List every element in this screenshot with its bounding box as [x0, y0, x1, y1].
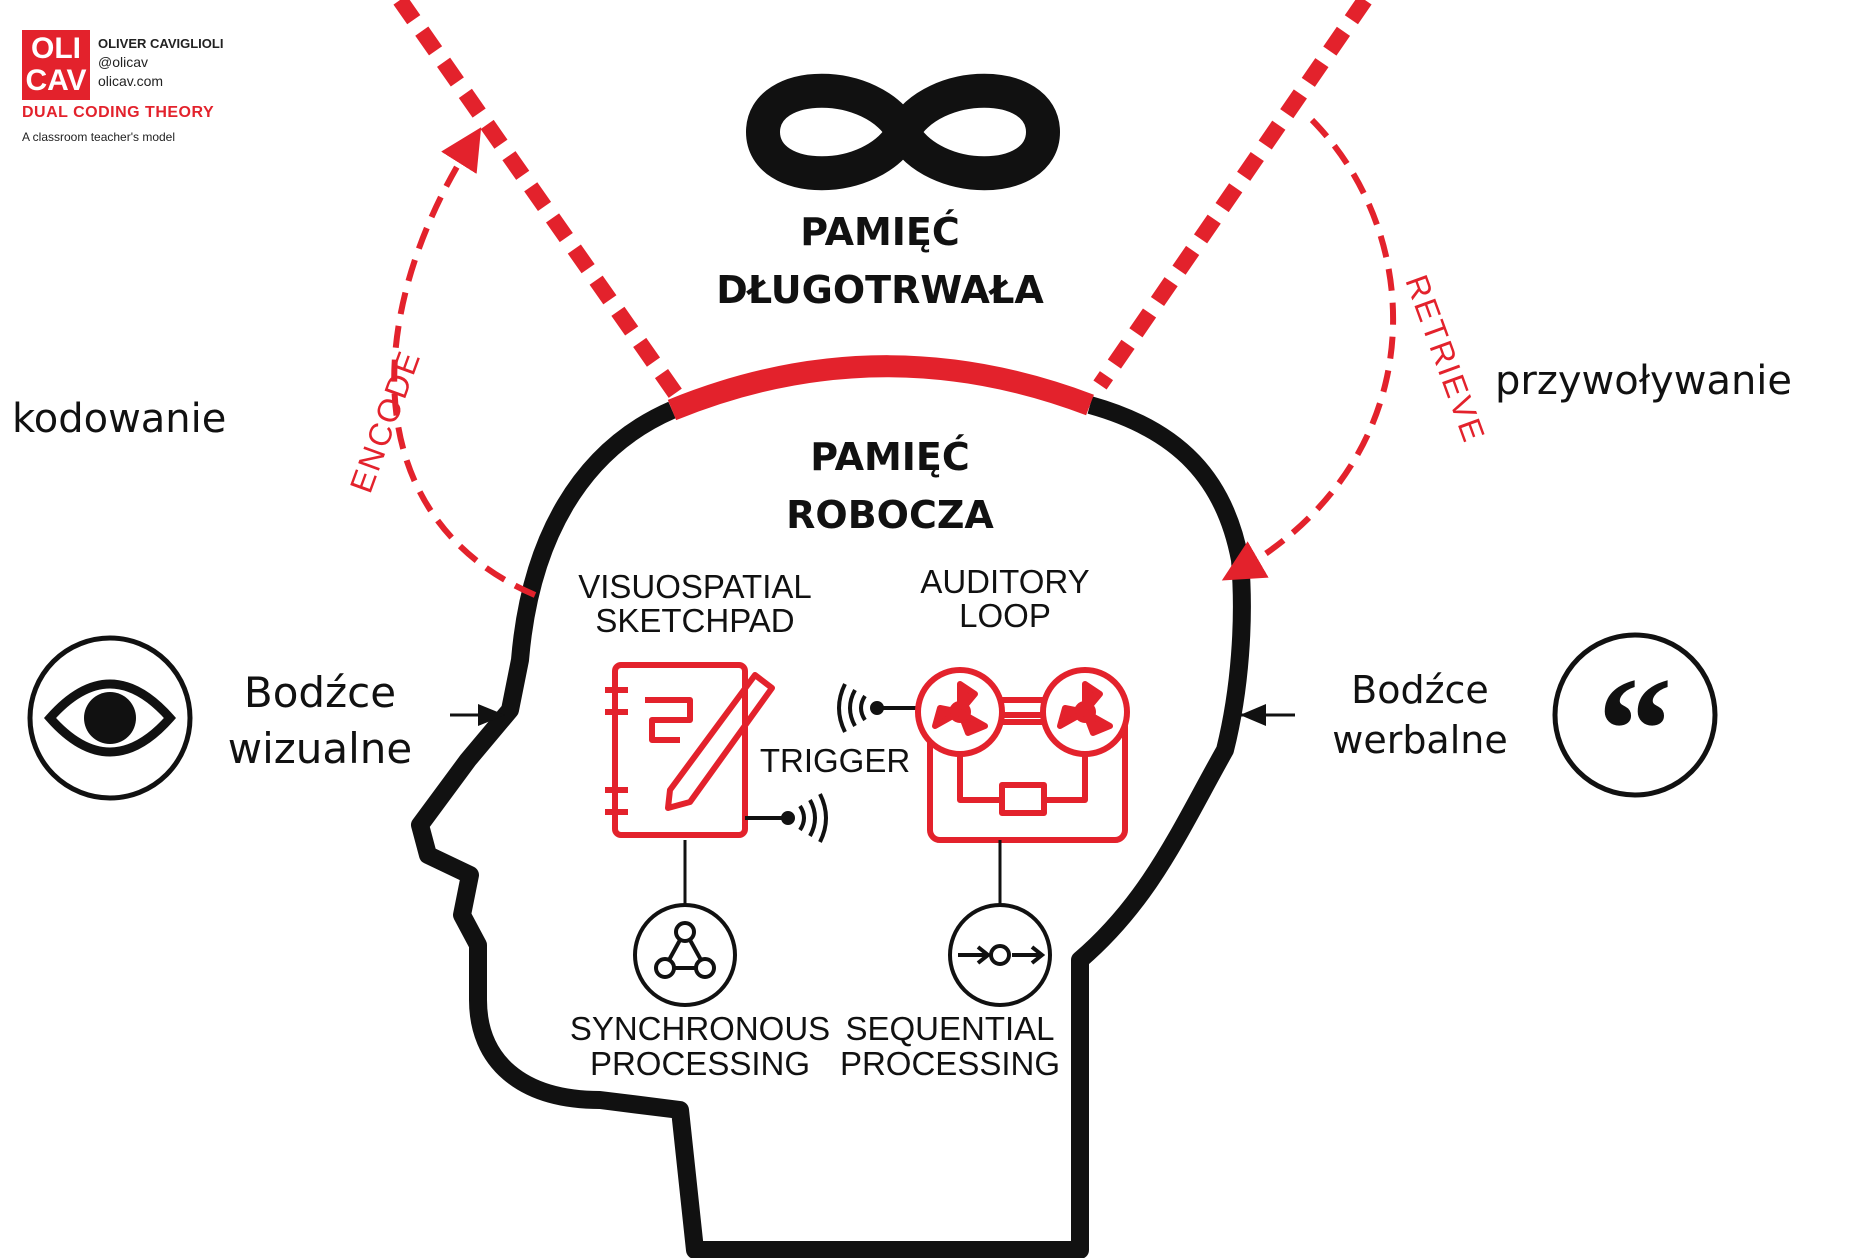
verbal-input-arrowhead: [1240, 704, 1266, 726]
visual-input-line1: Bodźce: [243, 668, 397, 717]
long-term-memory-line2: DŁUGOTRWAŁA: [716, 268, 1044, 312]
svg-text:“: “: [1598, 647, 1673, 813]
logo-handle: @olicav: [98, 54, 149, 70]
auditory-label-line2: LOOP: [959, 597, 1051, 634]
long-term-memory-beams: [393, 0, 1372, 405]
sketchpad-label-line2: SKETCHPAD: [595, 602, 794, 639]
working-memory-line2: ROBOCZA: [786, 493, 994, 537]
synchronous-label-line1: SYNCHRONOUS: [570, 1010, 830, 1047]
retrieve-label: RETRIEVE: [1398, 270, 1492, 448]
logo-line-1: OLI: [31, 32, 81, 65]
trigger-label: TRIGGER: [760, 742, 910, 779]
logo-subtitle: A classroom teacher's model: [22, 130, 176, 144]
right-memory-beam: [1093, 0, 1372, 390]
sketchpad-signal-icon: [745, 793, 828, 843]
logo-author: OLIVER CAVIGLIOLI: [98, 36, 224, 51]
retrieve-pl-label: przywoływanie: [1495, 358, 1793, 404]
sequential-label-line2: PROCESSING: [840, 1045, 1060, 1082]
working-memory-crown: [667, 355, 1094, 421]
quote-icon: “: [1552, 632, 1718, 813]
synchronous-label-line2: PROCESSING: [590, 1045, 810, 1082]
visual-input-line2: wizualne: [227, 724, 413, 773]
verbal-input-line2: werbalne: [1332, 718, 1508, 762]
logo-badge: OLI CAV: [22, 30, 90, 100]
sketchpad-label-line1: VISUOSPATIAL: [578, 568, 812, 605]
logo-site: olicav.com: [98, 73, 164, 89]
auditory-loop-icon: [915, 667, 1130, 843]
auditory-label-line1: AUDITORY: [920, 563, 1089, 600]
working-memory-label: PAMIĘĆ ROBOCZA: [740, 428, 1040, 544]
sequential-label-line1: SEQUENTIAL: [845, 1010, 1054, 1047]
synchronous-processing-icon: [633, 903, 737, 1007]
verbal-input-label: Bodźce werbalne: [1315, 665, 1525, 765]
visual-input-label: Bodźce wizualne: [215, 665, 425, 777]
logo-title: DUAL CODING THEORY: [22, 104, 215, 121]
sequential-processing-icon: [948, 903, 1052, 1007]
long-term-memory-line1: PAMIĘĆ: [800, 210, 960, 254]
auditory-signal-icon: [837, 683, 920, 733]
logo-line-2: CAV: [25, 64, 87, 97]
eye-icon: [27, 635, 193, 801]
sketchpad-icon: [605, 662, 775, 838]
working-memory-line1: PAMIĘĆ: [810, 435, 970, 479]
long-term-memory-label: PAMIĘĆ DŁUGOTRWAŁA: [710, 203, 1050, 319]
visual-input-arrowhead: [478, 704, 505, 726]
infinity-icon: [746, 73, 1060, 191]
left-memory-beam: [393, 0, 687, 405]
retrieve-arrow: [1221, 117, 1397, 581]
verbal-input-line1: Bodźce: [1351, 668, 1489, 712]
encode-arrow: [391, 127, 537, 598]
encode-pl-label: kodowanie: [12, 396, 227, 442]
